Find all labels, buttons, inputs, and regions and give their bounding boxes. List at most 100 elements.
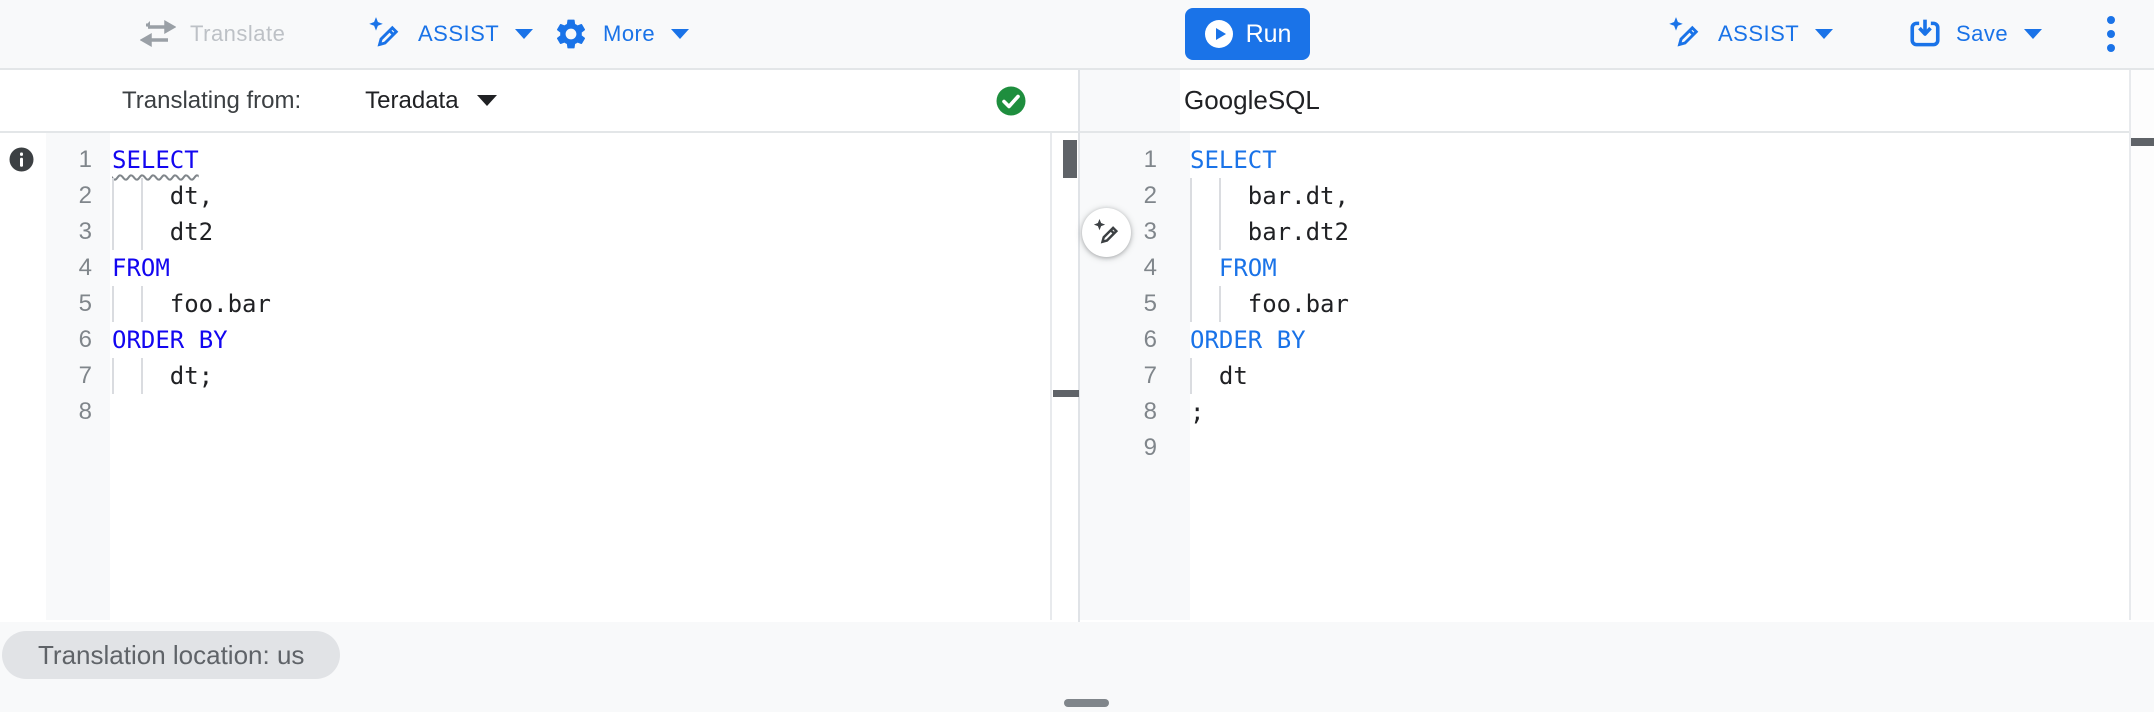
line-number: 5 — [78, 290, 92, 317]
run-label: Run — [1245, 19, 1292, 48]
code-line[interactable]: ORDER BY — [112, 322, 1078, 358]
line-number: 1 — [1143, 146, 1157, 173]
sql-text: dt2 — [169, 218, 214, 246]
indent-guide — [1190, 250, 1219, 286]
translating-from-label: Translating from: — [122, 86, 302, 114]
line-number: 8 — [1143, 398, 1157, 425]
target-panel-header: GoogleSQL — [1080, 70, 2154, 133]
chevron-down-icon — [671, 29, 690, 39]
code-line[interactable]: SELECT — [112, 142, 1078, 178]
assist-button-left[interactable]: ASSIST — [366, 0, 534, 68]
more-button[interactable]: More — [553, 0, 690, 68]
code-line[interactable]: dt — [1190, 358, 2154, 394]
swap-arrows-icon — [140, 19, 176, 48]
assist-label: ASSIST — [1718, 21, 1800, 46]
magic-pen-icon — [1669, 17, 1699, 47]
code-line[interactable]: bar.dt2 — [1190, 214, 2154, 250]
indent-guide — [112, 286, 141, 322]
code-line[interactable] — [112, 394, 1078, 430]
run-button[interactable]: Run — [1185, 8, 1310, 60]
code-line[interactable]: FROM — [112, 250, 1078, 286]
translation-location-text: Translation location: us — [38, 639, 305, 670]
sql-text: dt, — [169, 182, 214, 210]
indent-guide — [1190, 178, 1219, 214]
info-icon[interactable] — [9, 147, 34, 172]
gear-icon — [556, 19, 586, 49]
sql-text: foo.bar — [169, 290, 271, 318]
annotation-margin — [0, 133, 46, 620]
line-number: 8 — [78, 398, 92, 425]
save-button[interactable]: Save — [1908, 0, 2043, 68]
source-dialect-dropdown[interactable]: Teradata — [365, 86, 497, 115]
line-number: 3 — [78, 218, 92, 245]
translate-label: Translate — [190, 21, 286, 46]
panel-divider[interactable] — [1078, 70, 1080, 622]
sql-keyword: FROM — [112, 254, 170, 282]
indent-guide — [1190, 358, 1219, 394]
assist-label: ASSIST — [418, 21, 500, 46]
source-panel: Translating from: Teradata — [0, 70, 1079, 622]
code-line[interactable]: dt; — [112, 358, 1078, 394]
save-label: Save — [1956, 21, 2009, 46]
footer-bar: Translation location: us — [0, 622, 2154, 712]
code-line[interactable]: ORDER BY — [1190, 322, 2154, 358]
indent-guide — [1218, 178, 1248, 214]
code-line[interactable]: foo.bar — [112, 286, 1078, 322]
indent-guide — [1190, 214, 1219, 250]
scrollbar-marker[interactable] — [1053, 390, 1079, 397]
sql-text: dt — [1218, 362, 1248, 390]
translate-button[interactable]: Translate — [140, 0, 285, 68]
chevron-down-icon — [2024, 29, 2043, 39]
line-number: 5 — [1143, 290, 1157, 317]
chevron-down-icon — [476, 95, 497, 106]
sql-text: dt; — [169, 362, 214, 390]
chevron-down-icon — [1815, 29, 1834, 39]
code-line[interactable]: dt2 — [112, 214, 1078, 250]
resize-drag-handle[interactable] — [1064, 699, 1109, 707]
line-number: 6 — [1143, 326, 1157, 353]
scrollbar-thumb[interactable] — [1063, 140, 1077, 178]
overflow-menu-button[interactable] — [2088, 0, 2134, 68]
source-dialect-value: Teradata — [365, 86, 459, 114]
sql-keyword: ORDER BY — [112, 326, 228, 354]
editor-split: Translating from: Teradata — [0, 70, 2154, 622]
code-line[interactable] — [1190, 430, 2154, 466]
vertical-dots-icon — [2107, 16, 2115, 52]
line-number: 6 — [78, 326, 92, 353]
code-line[interactable]: foo.bar — [1190, 286, 2154, 322]
indent-guide — [140, 214, 170, 250]
assist-button-right[interactable]: ASSIST — [1666, 0, 1834, 68]
line-number: 1 — [78, 146, 92, 173]
line-number: 3 — [1143, 218, 1157, 245]
sql-keyword: FROM — [1218, 254, 1277, 282]
code-line[interactable]: bar.dt, — [1190, 178, 2154, 214]
code-line[interactable]: dt, — [112, 178, 1078, 214]
line-number: 7 — [1143, 362, 1157, 389]
assist-quick-action-button[interactable] — [1082, 208, 1131, 257]
sql-text: bar.dt2 — [1247, 218, 1349, 246]
indent-guide — [140, 178, 170, 214]
line-number: 2 — [78, 182, 92, 209]
code-line[interactable]: FROM — [1190, 250, 2154, 286]
more-label: More — [603, 21, 656, 46]
target-dialect-label: GoogleSQL — [1184, 85, 1320, 115]
source-scrollbar — [1050, 133, 1079, 620]
line-number: 9 — [1143, 434, 1157, 461]
code-line[interactable]: SELECT — [1190, 142, 2154, 178]
code-line[interactable]: ; — [1190, 394, 2154, 430]
translation-success-badge — [996, 86, 1026, 116]
indent-guide — [1218, 214, 1248, 250]
indent-guide — [140, 286, 170, 322]
target-scrollbar — [2129, 70, 2154, 620]
magic-pen-icon — [1093, 218, 1118, 243]
scrollbar-thumb[interactable] — [2131, 138, 2154, 146]
indent-guide — [1190, 286, 1219, 322]
toolbar: Translate ASSIST More — [0, 0, 2154, 70]
